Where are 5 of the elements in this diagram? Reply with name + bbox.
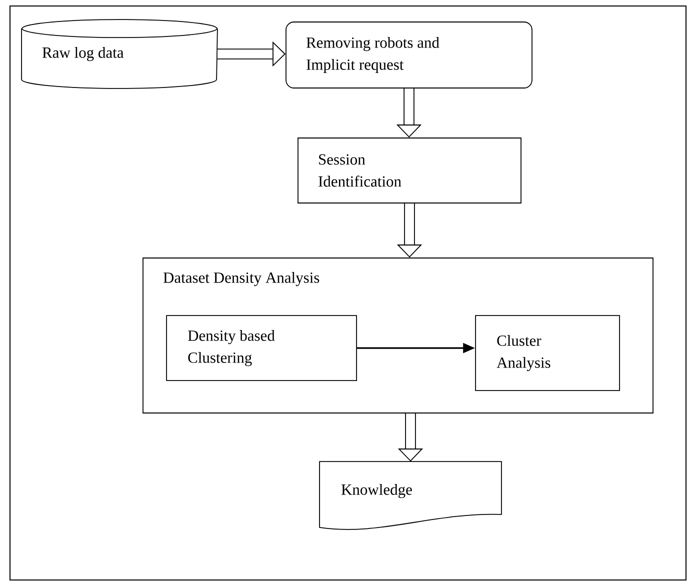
process-box: Session Identification bbox=[298, 138, 522, 204]
process-box: Removing robots and Implicit request bbox=[286, 22, 532, 88]
process-box: Density based Clustering bbox=[166, 315, 357, 381]
database-cylinder: Raw log data bbox=[21, 19, 218, 89]
process-box: Cluster Analysis bbox=[475, 315, 620, 391]
